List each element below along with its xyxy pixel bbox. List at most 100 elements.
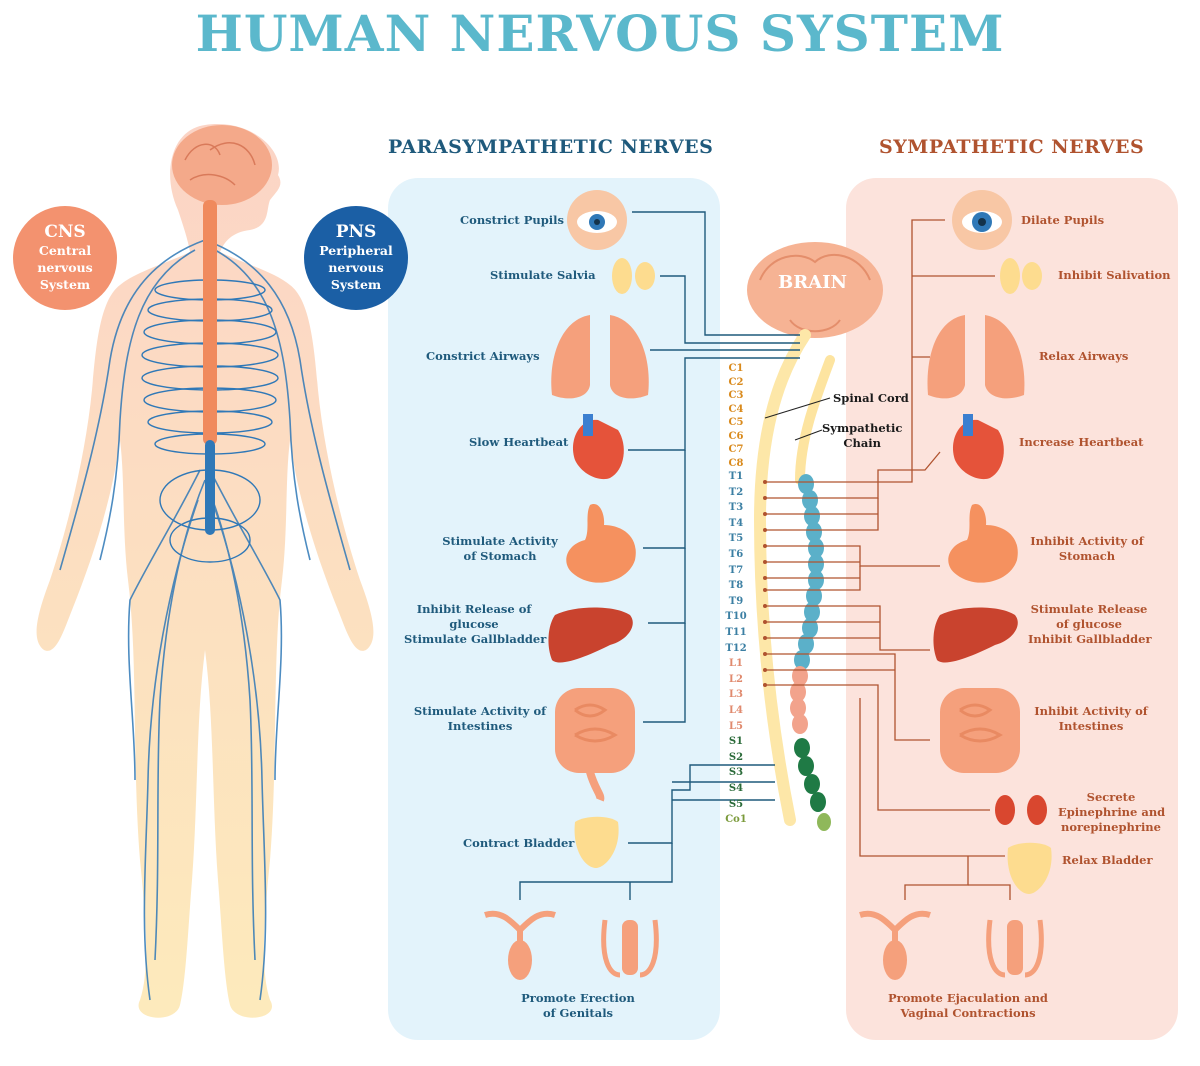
pns-bubble-shape [304,206,408,310]
vertebra-label-c7: C7 [728,444,744,455]
vertebra-label-c1: C1 [728,363,744,374]
parasympathetic-title: PARASYMPATHETIC NERVES [388,136,714,158]
symp-label-increase-heartbeat: Increase Heartbeat [1019,435,1144,450]
label-line: of Stomach [463,549,537,563]
vertebra-label-l3: L3 [729,689,743,701]
pns-line: nervous [328,260,384,275]
vertebra-label-t9: T9 [728,595,744,607]
chain-line: Chain [843,436,882,450]
label-line: Secrete [1086,790,1136,804]
pns-line: System [330,277,382,292]
symp-intestines-icon [940,688,1020,773]
label-line: Relax Bladder [1062,853,1153,867]
label-line: of glucose [1056,617,1122,631]
vertebra-label-l4: L4 [729,705,743,716]
sympathetic-title: SYMPATHETIC NERVES [879,136,1145,158]
symp-label-relax-airways: Relax Airways [1039,349,1128,364]
pns-line: Peripheral [319,243,393,258]
label-line: Inhibit Salivation [1058,268,1171,282]
vertebra-label-t4: T4 [728,517,744,529]
para-male-genitals-icon [601,919,659,978]
para-female-genitals-icon [484,910,556,980]
label-line: Stimulate Activity of [413,704,547,718]
label-line: Dilate Pupils [1021,213,1105,227]
cns-line: Central [38,243,92,258]
symp-heart-icon [952,414,1004,480]
para-liver-icon [548,607,633,663]
vertebra-label-t1: T1 [728,471,744,482]
label-line: Stimulate Release [1030,602,1148,616]
chain-line: Sympathetic [822,421,903,435]
cns-bubble: CNS Central nervous System [13,206,117,310]
label-line: Increase Heartbeat [1019,435,1144,449]
vertebra-label-c8: C8 [728,457,744,469]
para-heart-icon [572,414,624,480]
para-lungs-icon [551,315,649,399]
vertebra-label-t10: T10 [725,611,747,623]
sympathetic-panel [846,178,1178,1040]
para-intestines-icon [555,688,635,802]
symp-label-inhibit-salivation: Inhibit Salivation [1058,268,1171,283]
label-line: Intestines [1058,719,1124,733]
vertebra-label-co1: Co1 [725,814,747,826]
vertebra-label-t5: T5 [728,533,744,545]
label-line: glucose [449,617,499,631]
vertebra-label-t12: T12 [725,642,747,654]
symp-lungs-icon [927,315,1025,399]
para-label-genitals: Promote Erection of Genitals [515,991,641,1021]
vertebra-label-s4: S4 [728,783,744,794]
symp-male-genitals-icon [986,919,1044,978]
para-salivary-icon [612,258,655,294]
pns-abbr: PNS [335,222,377,242]
symp-liver-icon [933,607,1018,663]
label-line: Epinephrine and [1058,805,1166,819]
vertebra-label-l1: L1 [729,658,743,670]
cns-abbr: CNS [44,222,86,242]
vertebra-label-t11: T11 [725,627,747,638]
vertebra-label-l2: L2 [729,673,743,685]
label-line: Inhibit Gallbladder [1028,632,1152,646]
vertebra-label-t3: T3 [728,502,744,514]
para-label-intestines: Stimulate Activity of Intestines [412,704,548,734]
label-line: Promote Ejaculation and [888,991,1048,1005]
para-label-constrict-pupils: Constrict Pupils [460,213,564,228]
vertebra-label-c3: C3 [728,390,744,401]
vertebra-label-s5: S5 [728,798,744,810]
brain-illustration [747,242,883,338]
label-line: norepinephrine [1060,820,1161,834]
spinal-cord-label: Spinal Cord [833,391,909,405]
label-line: Inhibit Release of [416,602,532,616]
label-line: Inhibit Activity of [1034,704,1148,718]
symp-bladder-icon [1007,842,1052,894]
symp-connectors [765,219,1011,900]
label-line: Slow Heartbeat [469,435,569,449]
symp-eye-icon [952,190,1012,250]
vertebra-label-c6: C6 [728,430,744,442]
symp-label-epinephrine: Secrete Epinephrine and norepinephrine [1058,790,1166,835]
sympathetic-chain-label: Sympathetic Chain [822,421,902,451]
symp-adrenal-icon [995,795,1047,825]
vertebra-label-c5: C5 [728,417,744,428]
label-line: Relax Airways [1039,349,1129,363]
symp-salivary-icon [1000,258,1042,294]
page-title: HUMAN NERVOUS SYSTEM [195,4,1005,63]
brain-label: BRAIN [778,272,848,293]
label-line: Stimulate Gallbladder [404,632,547,646]
para-label-stomach: Stimulate Activity of Stomach [440,534,560,564]
cns-line: nervous [37,260,93,275]
vertebra-label-t8: T8 [728,580,744,592]
label-line: Stimulate Activity [442,534,558,548]
para-connectors [519,211,800,900]
human-body-figure [36,124,374,1018]
label-line: Stomach [1058,549,1116,563]
para-label-constrict-airways: Constrict Airways [426,349,540,364]
label-line: Contract Bladder [463,836,575,850]
symp-stomach-icon [948,504,1018,583]
vertebra-label-s2: S2 [728,751,744,763]
cns-bubble-shape [13,206,117,310]
vertebra-label-t2: T2 [728,486,744,498]
vertebra-label-s1: S1 [728,736,744,748]
vertebra-label-s3: S3 [728,767,744,779]
